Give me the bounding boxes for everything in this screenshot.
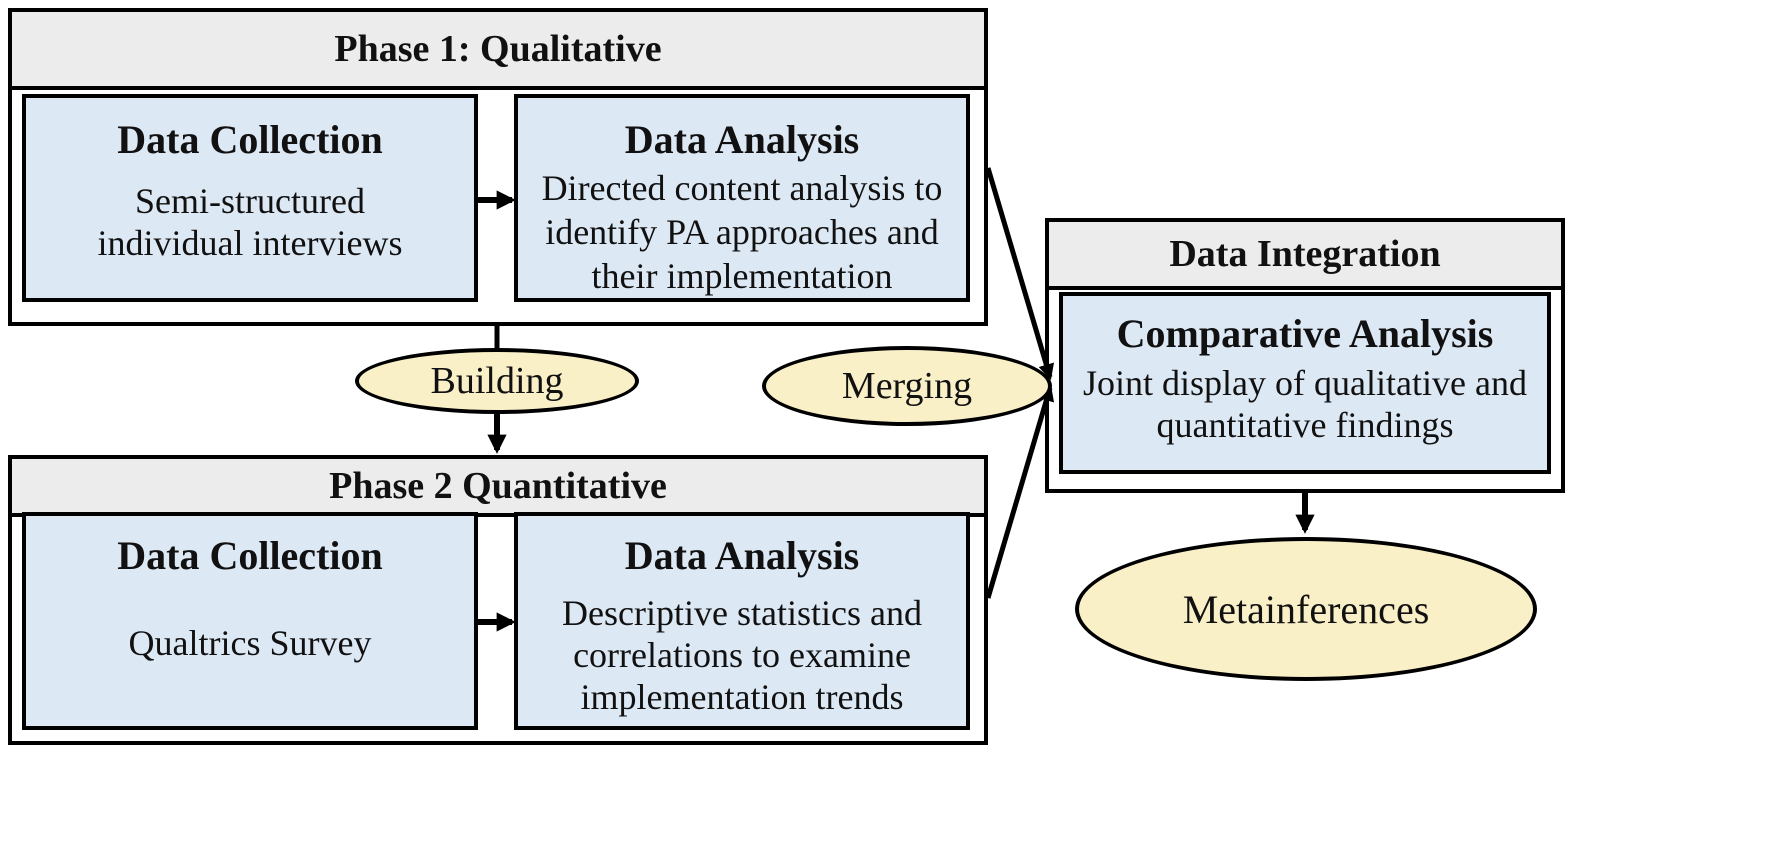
metainferences-oval: Metainferences xyxy=(1075,537,1537,681)
comparative-analysis-desc: Joint display of qualitative and quantit… xyxy=(1083,363,1527,445)
phase1-data-analysis-box: Data Analysis Directed content analysis … xyxy=(514,94,970,302)
phase2-data-analysis-box: Data Analysis Descriptive statistics and… xyxy=(514,512,970,730)
phase1-data-collection-box: Data Collection Semi-structured individu… xyxy=(22,94,478,302)
phase2-analysis-title: Data Analysis xyxy=(624,533,860,578)
phase2-title: Phase 2 Quantitative xyxy=(12,459,984,517)
phase1-to-integration-line xyxy=(985,167,1055,381)
phase1-collection-title: Data Collection xyxy=(117,117,383,162)
phase1-analysis-title: Data Analysis xyxy=(624,117,860,162)
phase2-analysis-desc: Descriptive statistics and correlations … xyxy=(562,593,922,717)
phase2-to-integration-line xyxy=(985,384,1055,599)
phase2-collection-title: Data Collection xyxy=(117,533,383,578)
integration-title: Data Integration xyxy=(1049,222,1561,290)
phase2-data-collection-box: Data Collection Qualtrics Survey xyxy=(22,512,478,730)
comparative-analysis-title: Comparative Analysis xyxy=(1116,311,1494,356)
phase1-analysis-desc: Directed content analysis to identify PA… xyxy=(541,168,943,296)
phase2-collection-desc: Qualtrics Survey xyxy=(128,623,372,663)
comparative-analysis-box: Comparative Analysis Joint display of qu… xyxy=(1059,292,1551,474)
phase1-title: Phase 1: Qualitative xyxy=(12,12,984,90)
merging-oval: Merging xyxy=(762,346,1052,426)
phase1-collection-desc: Semi-structured individual interviews xyxy=(97,181,403,263)
building-oval: Building xyxy=(355,348,639,414)
